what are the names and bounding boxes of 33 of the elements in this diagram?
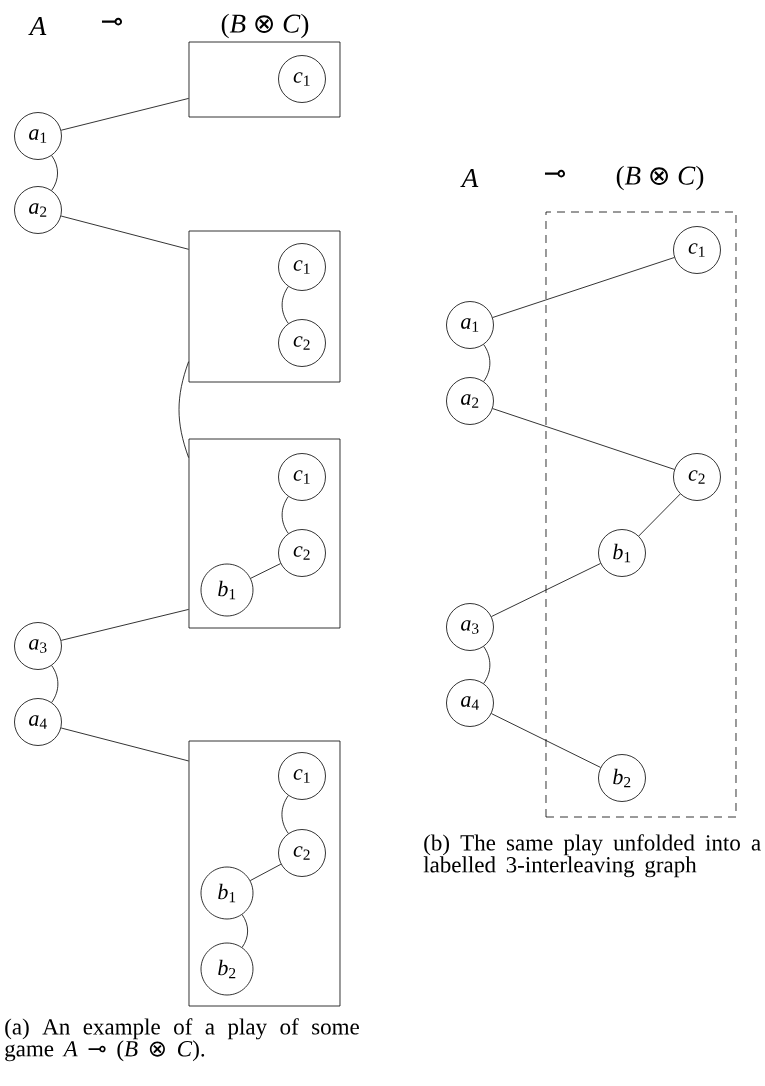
connector-line xyxy=(483,344,491,382)
connector-line xyxy=(249,863,282,881)
connector-line xyxy=(60,98,189,131)
connector-line xyxy=(51,665,59,703)
caption: (a) An example of a play of some game A ⊸ (B ⊗ C). xyxy=(5,1018,359,1062)
type-heading: ⊸ xyxy=(101,17,122,26)
connector-line xyxy=(281,286,289,324)
type-heading: (B ⊗ C) xyxy=(616,165,704,191)
type-heading: (B ⊗ C) xyxy=(221,13,309,39)
connector-line xyxy=(492,408,675,470)
connector-line xyxy=(638,493,681,537)
dashed-frame xyxy=(545,211,737,818)
move-box xyxy=(188,740,341,1007)
caption: (b) The same play unfolded into a labelled 3-interleaving graph xyxy=(423,834,761,878)
move-box xyxy=(188,230,341,383)
connector-line xyxy=(491,713,601,768)
connector-line xyxy=(250,563,281,579)
connector-line xyxy=(492,257,675,318)
move-box xyxy=(188,41,341,118)
connector-line xyxy=(60,215,189,250)
connector-line xyxy=(483,646,491,684)
connector-line xyxy=(281,496,289,534)
type-heading: ⊸ xyxy=(544,169,565,178)
connector-line xyxy=(491,563,601,617)
connector-line xyxy=(281,795,289,834)
connector-line xyxy=(178,361,189,458)
connector-line xyxy=(60,609,189,641)
connector-line xyxy=(60,727,189,762)
type-heading: A xyxy=(28,17,47,35)
move-box xyxy=(188,438,341,629)
connector-line xyxy=(51,155,58,191)
type-heading: A xyxy=(460,169,479,187)
connector-line xyxy=(241,914,249,948)
